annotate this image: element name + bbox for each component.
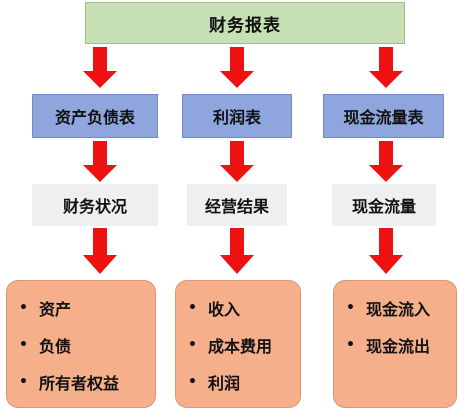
- root-title-box: 财务报表: [85, 2, 405, 44]
- bullet-icon: •: [188, 299, 197, 316]
- arrow-down-icon: [83, 141, 117, 182]
- list-item: • 资产: [19, 289, 145, 326]
- arrow-down-icon: [369, 228, 403, 274]
- topic-box-financial-position: 财务状况: [32, 184, 158, 226]
- topic-box-operating-results: 经营结果: [187, 184, 287, 226]
- bullet-icon: •: [188, 373, 197, 390]
- arrow-down-icon: [83, 228, 117, 274]
- list-item: • 所有者权益: [19, 363, 145, 400]
- item-label: 成本费用: [208, 336, 273, 356]
- list-item: • 成本费用: [188, 326, 290, 363]
- detail-box-balance-sheet: • 资产 • 负债 • 所有者权益: [6, 280, 156, 408]
- bullet-icon: •: [19, 336, 28, 353]
- topic-label: 经营结果: [204, 197, 269, 216]
- list-item: • 负债: [19, 326, 145, 363]
- item-label: 所有者权益: [39, 373, 120, 393]
- detail-box-cash-flow: • 现金流入 • 现金流出: [333, 280, 457, 408]
- statement-label: 现金流量表: [343, 108, 424, 127]
- topic-box-cash-flow: 现金流量: [332, 184, 436, 226]
- topic-label: 财务状况: [62, 197, 127, 216]
- statement-box-balance-sheet: 资产负债表: [32, 94, 158, 138]
- item-label: 资产: [39, 299, 72, 319]
- item-label: 现金流出: [366, 336, 431, 356]
- arrow-down-icon: [220, 141, 254, 182]
- list-item: • 现金流入: [346, 289, 446, 326]
- statement-label: 利润表: [212, 108, 261, 127]
- bullet-icon: •: [19, 373, 28, 390]
- arrow-down-icon: [220, 47, 254, 88]
- item-label: 利润: [208, 373, 241, 393]
- arrow-down-icon: [369, 141, 403, 182]
- item-label: 现金流入: [366, 299, 431, 319]
- root-title: 财务报表: [209, 15, 281, 36]
- item-label: 负债: [39, 336, 72, 356]
- arrow-down-icon: [220, 228, 254, 274]
- arrow-down-icon: [369, 47, 403, 88]
- arrow-down-icon: [83, 47, 117, 88]
- detail-box-income: • 收入 • 成本费用 • 利润: [175, 280, 301, 408]
- bullet-icon: •: [19, 299, 28, 316]
- item-label: 收入: [208, 299, 241, 319]
- bullet-icon: •: [346, 299, 355, 316]
- statement-label: 资产负债表: [54, 108, 135, 127]
- list-item: • 利润: [188, 363, 290, 400]
- bullet-icon: •: [346, 336, 355, 353]
- statement-box-income: 利润表: [182, 94, 292, 138]
- topic-label: 现金流量: [351, 197, 416, 216]
- bullet-icon: •: [188, 336, 197, 353]
- list-item: • 现金流出: [346, 326, 446, 363]
- statement-box-cash-flow: 现金流量表: [323, 94, 444, 138]
- list-item: • 收入: [188, 289, 290, 326]
